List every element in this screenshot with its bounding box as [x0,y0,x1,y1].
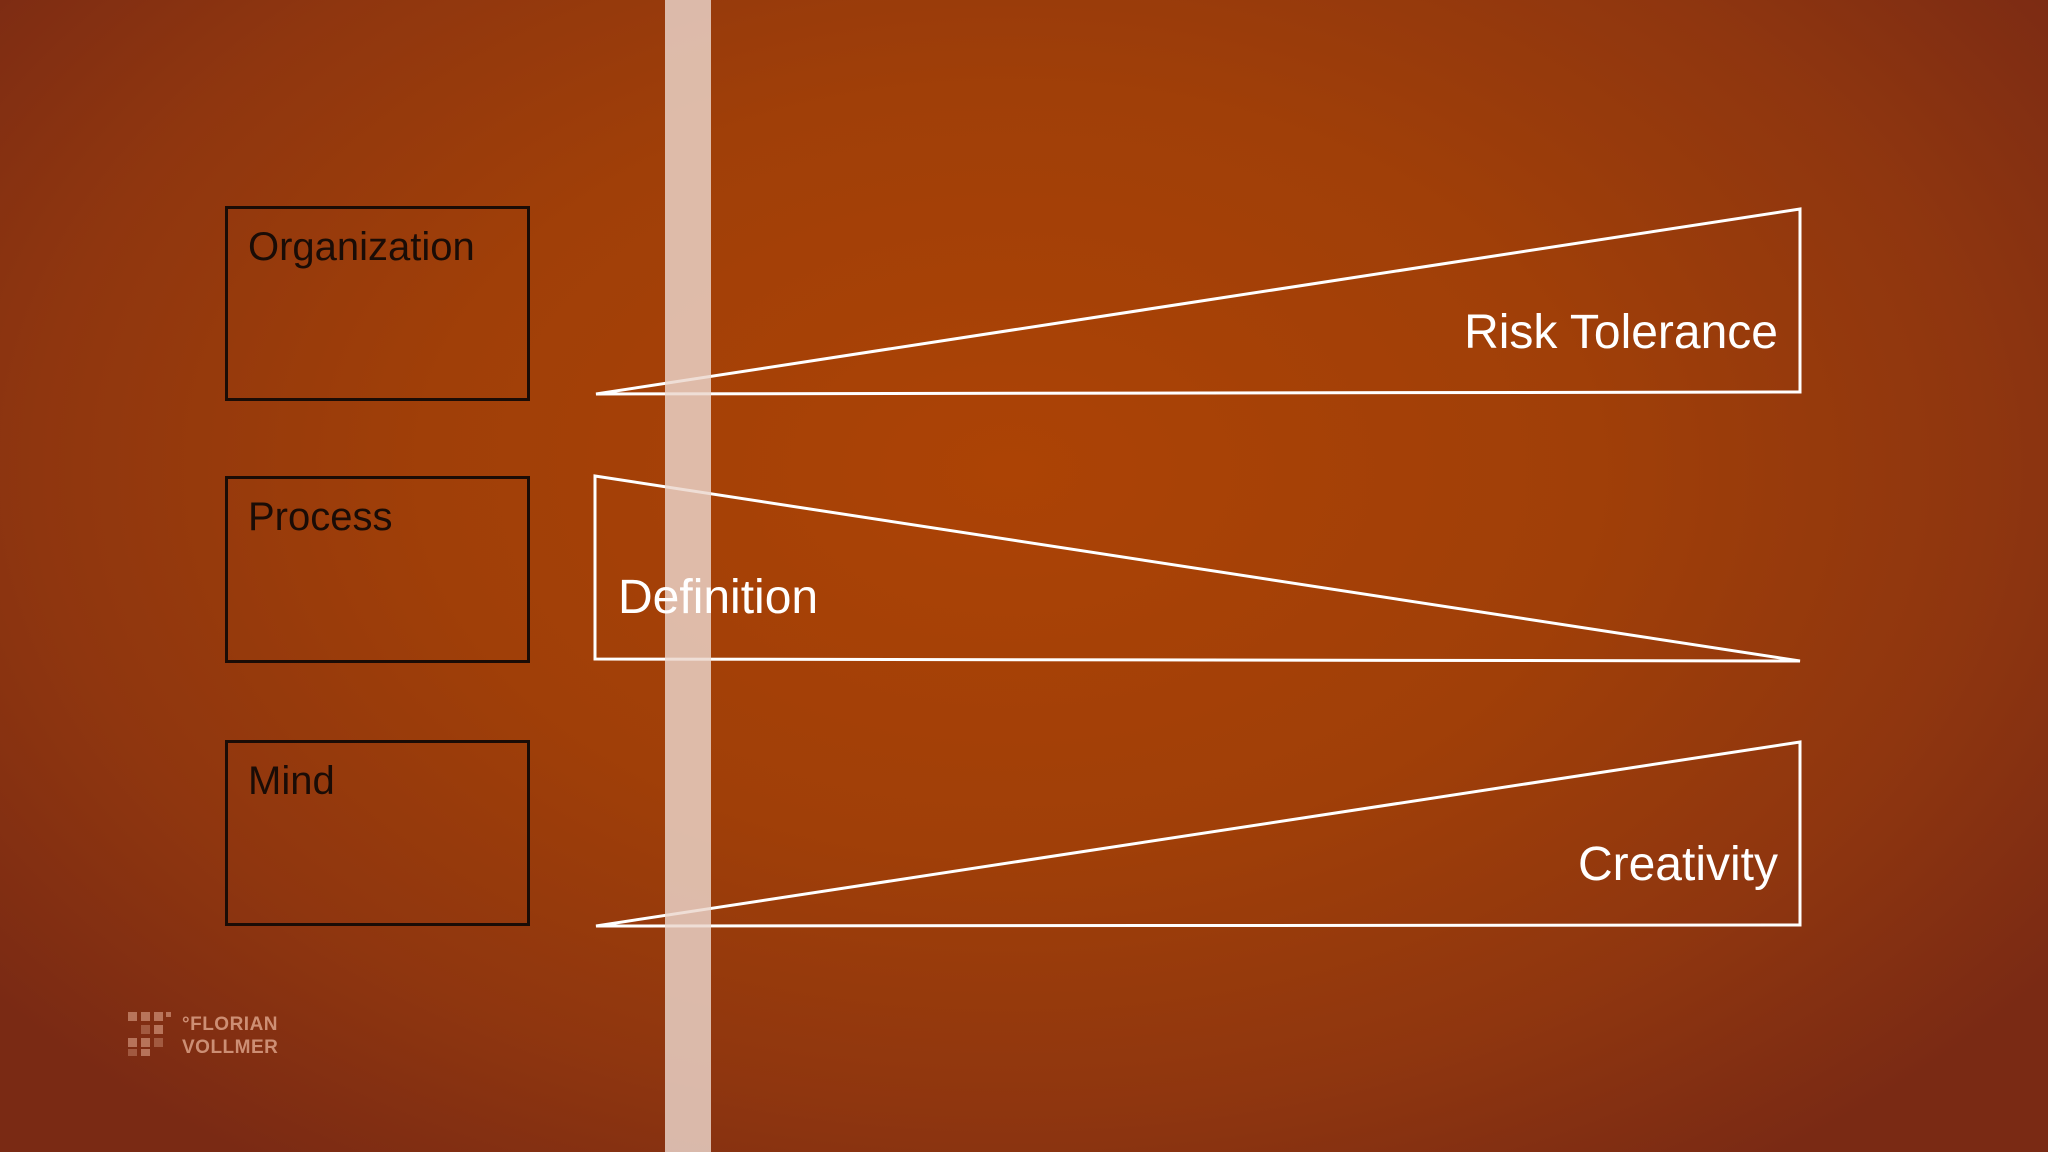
creativity-wedge [595,740,1802,928]
logo-line-1: °FLORIAN [182,1014,279,1035]
vertical-highlight-stripe [665,0,711,1152]
florian-vollmer-logo-text: °FLORIAN VOLLMER [182,1013,278,1059]
process-label: Process [248,495,393,539]
definition-wedge [593,474,1801,663]
risk-tolerance-label: Risk Tolerance [1464,306,1778,359]
mind-label: Mind [248,759,335,803]
process-box: Process [225,476,530,663]
pixel-grid-logo-icon [128,1012,171,1056]
logo-line-2: VOLLMER [182,1037,279,1058]
creativity-label: Creativity [1577,838,1778,891]
organization-label: Organization [248,225,475,269]
organization-box: Organization [225,206,530,401]
definition-label: Definition [618,571,819,624]
risk-tolerance-wedge [595,207,1802,396]
mind-box: Mind [225,740,530,926]
